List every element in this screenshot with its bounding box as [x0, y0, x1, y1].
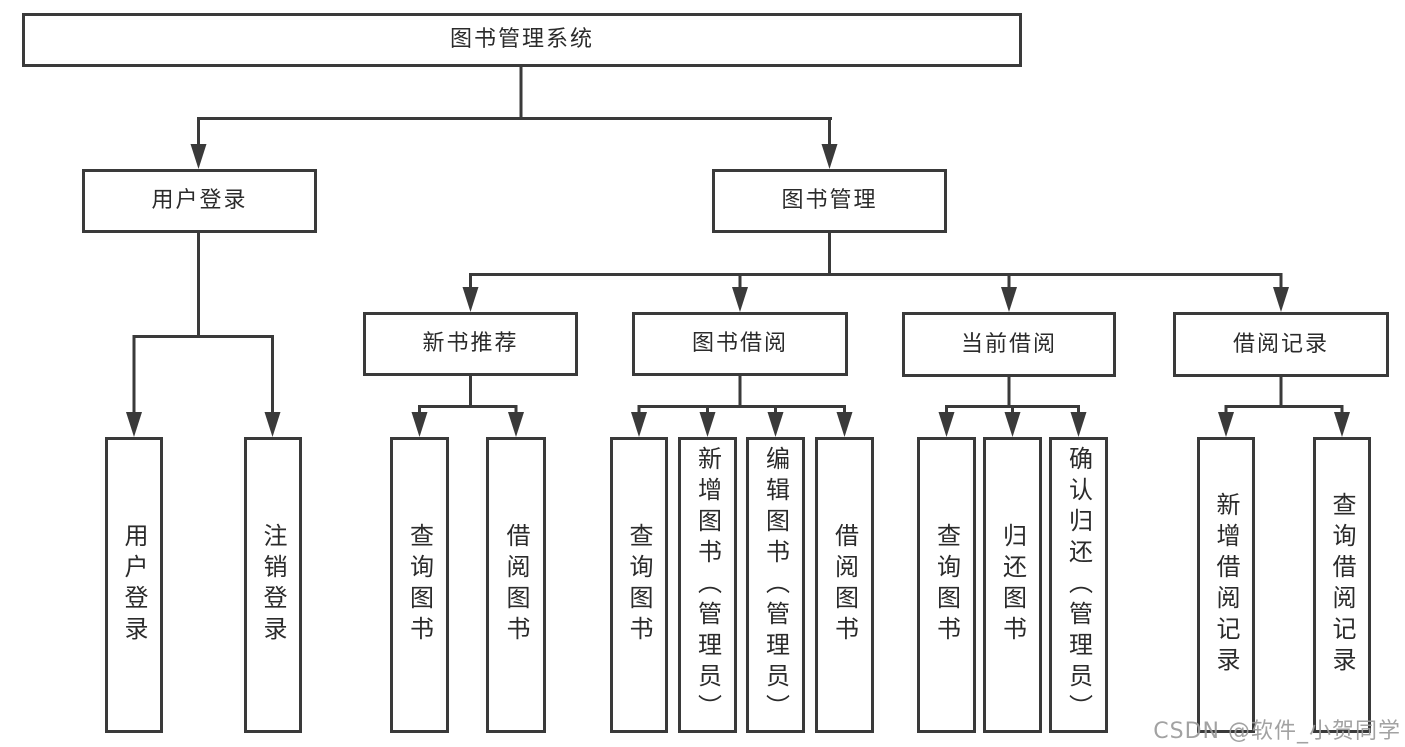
leaf-query-books-current: 查询图书	[917, 437, 976, 733]
node-current-borrow-label: 当前借阅	[960, 331, 1057, 357]
leaf-query-borrow-record: 查询借阅记录	[1313, 437, 1371, 733]
leaf-return-books: 归还图书	[983, 437, 1042, 733]
leaf-confirm-return-admin-label: 确认归还（管理员）	[1064, 445, 1093, 725]
csdn-watermark: CSDN @软件_小贺同学	[1153, 719, 1401, 744]
leaf-logout-login-label: 注销登录	[259, 523, 287, 647]
leaf-user-login-label: 用户登录	[120, 523, 148, 647]
node-current-borrow: 当前借阅	[902, 312, 1116, 377]
leaf-borrow-books-label: 借阅图书	[830, 523, 859, 647]
node-user-login: 用户登录	[82, 169, 317, 233]
node-user-login-label: 用户登录	[151, 188, 248, 213]
leaf-add-borrow-record-label: 新增借阅记录	[1212, 492, 1240, 678]
leaf-logout-login: 注销登录	[244, 437, 302, 733]
leaf-query-books-current-label: 查询图书	[932, 523, 961, 647]
node-borrow-records: 借阅记录	[1173, 312, 1389, 377]
leaf-borrow-books-recommend-label: 借阅图书	[502, 523, 530, 647]
node-book-borrow-label: 图书借阅	[691, 331, 788, 356]
leaf-return-books-label: 归还图书	[998, 523, 1027, 647]
node-library-system-label: 图书管理系统	[449, 27, 594, 52]
leaf-query-borrow-record-label: 查询借阅记录	[1328, 492, 1356, 678]
leaf-edit-books-admin: 编辑图书（管理员）	[746, 437, 805, 733]
leaf-edit-books-admin-label: 编辑图书（管理员）	[761, 445, 790, 725]
leaf-confirm-return-admin: 确认归还（管理员）	[1049, 437, 1108, 733]
node-book-borrow: 图书借阅	[632, 312, 848, 376]
leaf-query-books-borrow-label: 查询图书	[625, 523, 653, 647]
node-new-book-recommend-label: 新书推荐	[422, 331, 519, 356]
leaf-borrow-books: 借阅图书	[815, 437, 874, 733]
leaf-query-books-recommend: 查询图书	[390, 437, 449, 733]
leaf-add-books-admin-label: 新增图书（管理员）	[693, 445, 722, 725]
node-new-book-recommend: 新书推荐	[363, 312, 578, 376]
node-book-management: 图书管理	[712, 169, 947, 233]
leaf-add-borrow-record: 新增借阅记录	[1197, 437, 1255, 733]
leaf-user-login: 用户登录	[105, 437, 163, 733]
node-library-system: 图书管理系统	[22, 13, 1022, 67]
leaf-add-books-admin: 新增图书（管理员）	[678, 437, 737, 733]
leaf-borrow-books-recommend: 借阅图书	[486, 437, 546, 733]
leaf-query-books-recommend-label: 查询图书	[405, 523, 434, 647]
node-book-management-label: 图书管理	[781, 188, 878, 213]
node-borrow-records-label: 借阅记录	[1232, 331, 1329, 357]
leaf-query-books-borrow: 查询图书	[610, 437, 668, 733]
